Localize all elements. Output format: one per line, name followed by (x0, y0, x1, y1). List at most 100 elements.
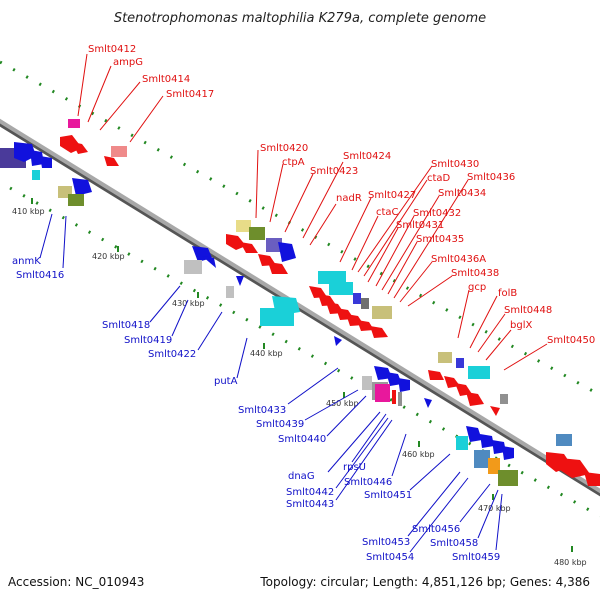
gene-label: Smlt0430 (431, 159, 479, 170)
leader-line (171, 299, 189, 337)
gene-label: Smlt0450 (547, 335, 595, 346)
gene-label: Smlt0440 (278, 434, 326, 445)
gene-arrow (268, 262, 288, 274)
gene-label: Smlt0412 (88, 44, 136, 55)
gene-label: ctaC (376, 207, 399, 218)
tick-mark (571, 546, 573, 552)
gene-label: ctpA (282, 157, 305, 168)
gene-box (266, 238, 282, 252)
gene-label: Smlt0414 (142, 74, 190, 85)
forward-leader-lines (77, 53, 548, 371)
gene-box (318, 271, 346, 284)
gene-label: Smlt0427 (368, 190, 416, 201)
leader-line (62, 215, 67, 269)
tick-mark (117, 246, 119, 252)
leader-line (387, 241, 418, 295)
gene-arrow (424, 398, 432, 408)
gene-arrow (334, 336, 342, 346)
gene-box (372, 306, 392, 319)
gene-arrow (104, 156, 119, 166)
leader-line (39, 213, 53, 259)
leader-line (399, 261, 433, 303)
leader-line (284, 173, 314, 233)
leader-line (407, 471, 461, 537)
reverse-gene-labels: anmK Smlt0416 Smlt0418 Smlt0419 Smlt0422… (12, 256, 500, 563)
gene-label: Smlt0459 (452, 552, 500, 563)
tick-mark (343, 392, 345, 398)
gene-box (468, 366, 490, 379)
gene-arrow (72, 142, 88, 154)
tick-labels: 410 kbp 420 kbp 430 kbp 440 kbp 450 kbp … (12, 207, 587, 567)
leader-line (485, 329, 512, 361)
leader-line (255, 149, 259, 219)
tick-label-420: 420 kbp (92, 252, 125, 261)
leader-line (409, 477, 469, 553)
leader-line (469, 295, 498, 349)
gene-arrow (236, 276, 244, 286)
gene-arrow (466, 426, 482, 442)
tick-label-480: 480 kbp (554, 558, 587, 567)
gene-arrow (30, 150, 44, 166)
leader-line (495, 493, 503, 551)
accession-text: Accession: NC_010943 (8, 575, 144, 589)
map-title: Stenotrophomonas maltophilia K279a, comp… (114, 11, 486, 26)
gene-box (111, 146, 127, 157)
gene-label: Smlt0432 (413, 208, 461, 219)
gc-track-outer (0, 60, 600, 397)
gene-arrow (72, 178, 92, 196)
gene-box (236, 220, 251, 232)
gene-arrow (226, 234, 246, 250)
gene-label: Smlt0448 (504, 305, 552, 316)
gene-label: Smlt0438 (451, 268, 499, 279)
gene-label: Smlt0439 (256, 419, 304, 430)
gene-box (556, 434, 572, 446)
gene-label: Smlt0416 (16, 270, 64, 281)
tick-mark (31, 198, 33, 204)
tick-mark (418, 441, 420, 447)
gene-arrow (492, 440, 506, 454)
leader-line (393, 179, 469, 299)
gene-box (68, 194, 84, 206)
gene-label: ctaD (427, 173, 451, 184)
tick-label-460: 460 kbp (402, 450, 435, 459)
gene-label: Smlt0443 (286, 499, 334, 510)
leader-line (357, 165, 433, 273)
gene-arrow (490, 406, 500, 416)
leader-line (503, 343, 548, 371)
tick-marks (31, 198, 573, 552)
gene-label: Smlt0420 (260, 143, 308, 154)
leader-line (77, 53, 88, 117)
gene-arrow (480, 434, 494, 448)
gene-box (32, 170, 40, 180)
gene-label: Smlt0433 (238, 405, 286, 416)
gene-box (249, 227, 265, 240)
gc-content-track (0, 60, 600, 518)
tick-label-430: 430 kbp (172, 299, 205, 308)
gene-label: Smlt0442 (286, 487, 334, 498)
leader-line (391, 433, 407, 477)
leader-line (335, 419, 393, 501)
leader-line (381, 195, 440, 291)
gene-box (329, 282, 353, 295)
gene-label: Smlt0431 (396, 220, 444, 231)
gene-label: bglX (510, 320, 532, 331)
gene-arrow (428, 370, 444, 380)
gene-box (353, 293, 361, 304)
gene-box (474, 450, 490, 468)
leader-line (129, 95, 164, 143)
gene-label: Smlt0453 (362, 537, 410, 548)
tick-label-410: 410 kbp (12, 207, 45, 216)
gene-box (456, 436, 468, 450)
leader-line (459, 483, 491, 523)
leader-line (287, 367, 339, 405)
leader-line (407, 275, 453, 307)
leader-line (409, 453, 451, 491)
tick-mark (197, 292, 199, 298)
gene-arrow (584, 472, 600, 486)
leader-line (149, 285, 181, 323)
tick-mark (263, 343, 265, 349)
gene-label: putA (214, 376, 238, 387)
reverse-leader-lines (39, 213, 503, 553)
gene-label: Smlt0423 (310, 166, 358, 177)
